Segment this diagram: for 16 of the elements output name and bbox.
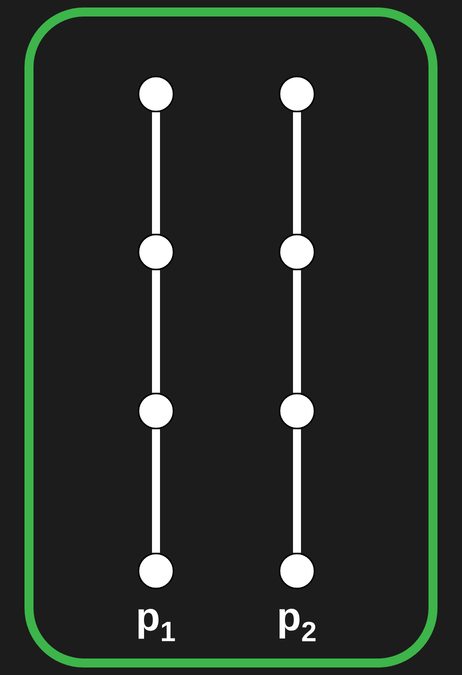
- connector-line: [152, 112, 160, 234]
- connector-line: [293, 112, 301, 234]
- circle-node: [278, 76, 316, 112]
- column-label: p$_{2}$: [279, 608, 316, 642]
- connector-line: [293, 429, 301, 553]
- connector-line: [152, 270, 160, 393]
- circle-node: [138, 552, 174, 590]
- circle-node: [278, 552, 316, 590]
- circle-node: [138, 392, 174, 430]
- circle-node: [138, 76, 174, 112]
- column-label: p$_{1}$: [138, 608, 175, 642]
- connector-line: [293, 270, 301, 393]
- circle-node: [138, 234, 174, 270]
- connector-line: [152, 429, 160, 553]
- circle-node: [278, 392, 316, 430]
- circle-node: [278, 234, 316, 270]
